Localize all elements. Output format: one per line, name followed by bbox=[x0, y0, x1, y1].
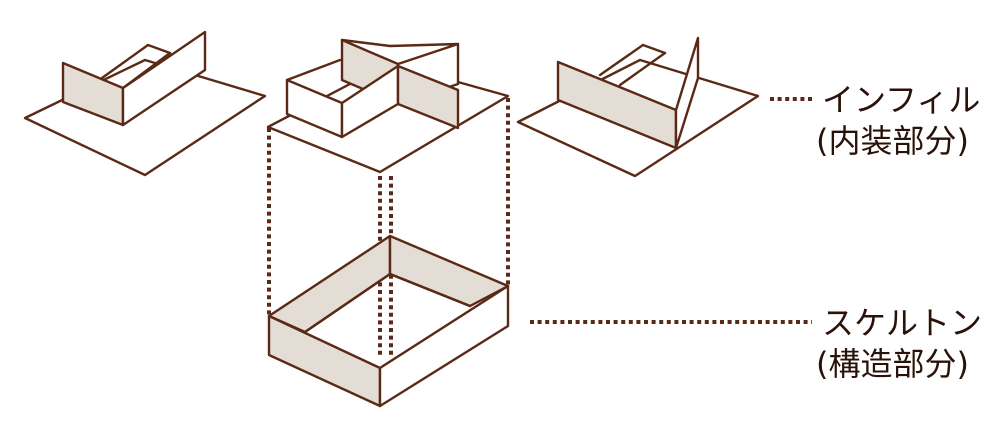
skeleton-subtitle: (構造部分) bbox=[816, 345, 969, 383]
infill-module-left bbox=[23, 30, 267, 177]
skeleton-back-left-wall bbox=[267, 234, 392, 334]
infill-right-wall-side bbox=[674, 36, 700, 150]
skeleton-title: スケルトン bbox=[822, 304, 983, 342]
skeleton-box bbox=[267, 234, 510, 408]
skeleton-back-right-wall bbox=[388, 234, 510, 308]
infill-center-wall-front bbox=[396, 64, 460, 130]
infill-subtitle: (内装部分) bbox=[816, 122, 969, 160]
skeleton-front-right-wall bbox=[378, 284, 510, 408]
connection-lines bbox=[267, 98, 510, 356]
infill-module-right bbox=[516, 36, 760, 178]
skeleton-front-left-wall bbox=[267, 314, 382, 408]
infill-module-center bbox=[266, 38, 510, 174]
infill-title: インフィル bbox=[822, 81, 981, 119]
infill-left-wall-b bbox=[121, 30, 207, 127]
